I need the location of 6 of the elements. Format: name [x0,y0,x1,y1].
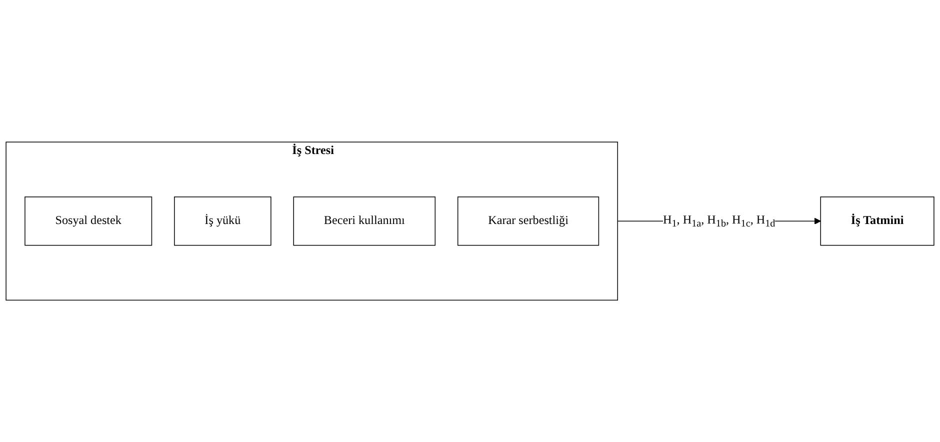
node-box: İş yükü [174,196,272,246]
node-box: Sosyal destek [24,196,152,246]
node-box: İş Tatmini [820,196,934,246]
node-box: Beceri kullanımı [293,196,436,246]
node-box: Karar serbestliği [457,196,600,246]
edge-label: H$_{1}$, H$_{1a}$, H$_{1b}$, H$_{1c}$, H$_{1d}$ [663,213,776,229]
